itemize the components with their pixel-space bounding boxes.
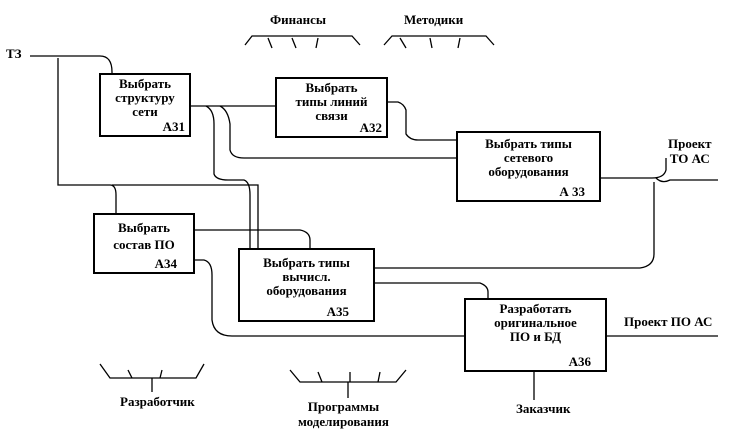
box-a34: Выбрать состав ПО А34 bbox=[93, 213, 195, 274]
customer-control-label: Заказчик bbox=[516, 401, 571, 416]
finance-bracket bbox=[244, 35, 361, 46]
box-a34-line-1: Выбрать bbox=[118, 220, 170, 235]
modeling-mechanism-label: Программы моделирования bbox=[298, 399, 389, 429]
methods-tick-2 bbox=[429, 37, 433, 49]
finance-tick-2 bbox=[291, 37, 297, 49]
box-a35-line-3: оборудования bbox=[266, 283, 347, 298]
box-a31-id: А31 bbox=[162, 119, 185, 134]
to-project-line-1: Проект bbox=[668, 136, 712, 151]
box-a32-line-2: типы линий bbox=[295, 94, 368, 109]
box-a33-line-2: сетевого bbox=[503, 150, 554, 165]
box-a33: Выбрать типы сетевого оборудования А 33 bbox=[456, 131, 601, 202]
a35-feedback-line bbox=[374, 182, 655, 269]
box-a34-line-2: состав ПО bbox=[113, 237, 175, 252]
box-a35: Выбрать типы вычисл. оборудования А35 bbox=[238, 248, 375, 322]
finance-tick-1 bbox=[267, 37, 273, 49]
box-a36-line-1: Разработать bbox=[499, 301, 572, 316]
finance-control-label: Финансы bbox=[270, 12, 327, 27]
tz-input-label: ТЗ bbox=[6, 46, 22, 61]
box-a33-line-3: оборудования bbox=[488, 164, 569, 179]
box-a32: Выбрать типы линий связи А32 bbox=[275, 77, 388, 138]
a34-to-a36-line bbox=[194, 259, 466, 337]
box-a35-line-1: Выбрать типы bbox=[263, 255, 350, 270]
box-a36-id: А36 bbox=[568, 354, 591, 369]
tz-to-a35-line bbox=[112, 184, 259, 250]
box-a34-id: А34 bbox=[154, 256, 177, 271]
box-a31-line-1: Выбрать bbox=[119, 76, 171, 91]
a33-output-line bbox=[600, 158, 667, 179]
developer-tick-2 bbox=[159, 369, 163, 379]
methods-control-label: Методики bbox=[404, 12, 464, 27]
developer-bracket bbox=[99, 363, 205, 379]
modeling-tick-1 bbox=[317, 371, 323, 383]
box-a31: Выбрать структуру сети А31 bbox=[99, 73, 191, 137]
box-a36-line-3: ПО и БД bbox=[509, 329, 562, 344]
finance-tick-3 bbox=[315, 37, 319, 49]
developer-mechanism-label: Разработчик bbox=[120, 394, 195, 409]
a32-to-a33-line bbox=[387, 101, 458, 141]
box-a32-line-3: связи bbox=[315, 108, 348, 123]
box-a35-line-2: вычисл. bbox=[282, 269, 331, 284]
to-project-output-line bbox=[655, 177, 718, 183]
developer-tick-1 bbox=[127, 369, 133, 379]
a34-to-a35-line bbox=[194, 229, 311, 250]
po-project-output-label: Проект ПО АС bbox=[624, 314, 713, 329]
tz-input-arrow bbox=[30, 55, 113, 76]
box-a32-id: А32 bbox=[359, 120, 382, 135]
to-project-line-2: ТО АС bbox=[669, 151, 710, 166]
a35-to-a36-line bbox=[374, 282, 489, 300]
a31-to-a33-line bbox=[219, 105, 458, 159]
box-a31-line-3: сети bbox=[132, 104, 158, 119]
box-a32-line-1: Выбрать bbox=[305, 80, 358, 95]
box-a35-id: А35 bbox=[326, 304, 349, 319]
tz-to-a34-line bbox=[57, 58, 117, 215]
methods-tick-3 bbox=[457, 37, 461, 49]
box-a36: Разработать оригинальное ПО и БД А36 bbox=[464, 298, 607, 372]
modeling-bracket bbox=[289, 369, 407, 383]
to-project-output-label: Проект ТО АС bbox=[668, 136, 712, 166]
methods-bracket bbox=[383, 35, 495, 46]
box-a33-id: А 33 bbox=[559, 184, 585, 199]
box-a36-line-2: оригинальное bbox=[494, 315, 577, 330]
a31-to-a35-line bbox=[205, 105, 251, 250]
box-a33-line-1: Выбрать типы bbox=[485, 136, 572, 151]
modeling-line-1: Программы bbox=[307, 399, 380, 414]
modeling-line-2: моделирования bbox=[298, 414, 389, 429]
methods-tick-1 bbox=[399, 37, 407, 49]
modeling-tick-3 bbox=[377, 371, 381, 383]
box-a31-line-2: структуру bbox=[115, 90, 175, 105]
